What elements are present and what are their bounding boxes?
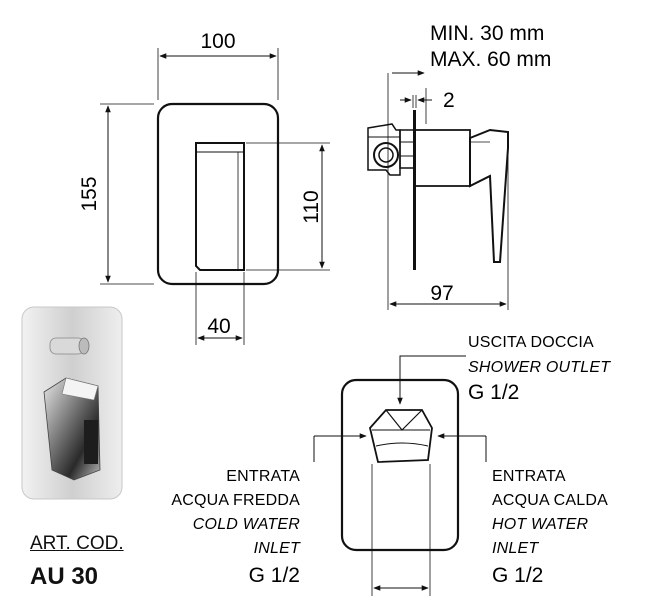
product-photo <box>21 306 123 500</box>
article-code-label: ART. COD. <box>30 533 124 554</box>
cold-inlet-label-4: INLET <box>254 540 301 557</box>
cold-inlet-label-2: ACQUA FREDDA <box>171 492 300 509</box>
dim-width-label: 100 <box>200 30 235 53</box>
side-view <box>367 73 509 310</box>
dimension-depth <box>389 150 509 310</box>
dimension-width <box>157 48 279 100</box>
outlet-label-en: SHOWER OUTLET <box>468 359 611 376</box>
dimension-thickness <box>400 95 432 108</box>
dimension-height <box>100 103 154 285</box>
hot-inlet-label-3: HOT WATER <box>492 516 589 533</box>
hot-inlet-label-2: ACQUA CALDA <box>492 492 608 509</box>
hot-inlet-label-4: INLET <box>492 540 539 557</box>
dimension-handle-width <box>195 272 245 345</box>
outlet-thread: G 1/2 <box>468 381 519 404</box>
cold-inlet-thread: G 1/2 <box>249 564 300 587</box>
dim-handle-height-label: 110 <box>300 190 323 223</box>
hot-inlet-thread: G 1/2 <box>492 564 543 587</box>
min-wall-label: MIN. 30 mm <box>430 22 544 45</box>
front-view <box>156 102 280 286</box>
dim-thickness-label: 2 <box>443 89 455 112</box>
dim-handle-width-label: 40 <box>207 315 230 338</box>
article-code-value: AU 30 <box>30 563 99 590</box>
cold-inlet-label-1: ENTRATA <box>226 468 300 485</box>
dimension-handle-height <box>246 142 330 271</box>
dimension-wall <box>392 70 427 124</box>
inlet-view <box>313 355 487 596</box>
hot-inlet-label-1: ENTRATA <box>492 468 566 485</box>
max-wall-label: MAX. 60 mm <box>430 48 551 71</box>
cold-inlet-label-3: COLD WATER <box>193 516 300 533</box>
dim-height-label: 155 <box>78 176 101 211</box>
dim-depth-label: 97 <box>430 282 453 305</box>
outlet-label-it: USCITA DOCCIA <box>468 334 594 351</box>
